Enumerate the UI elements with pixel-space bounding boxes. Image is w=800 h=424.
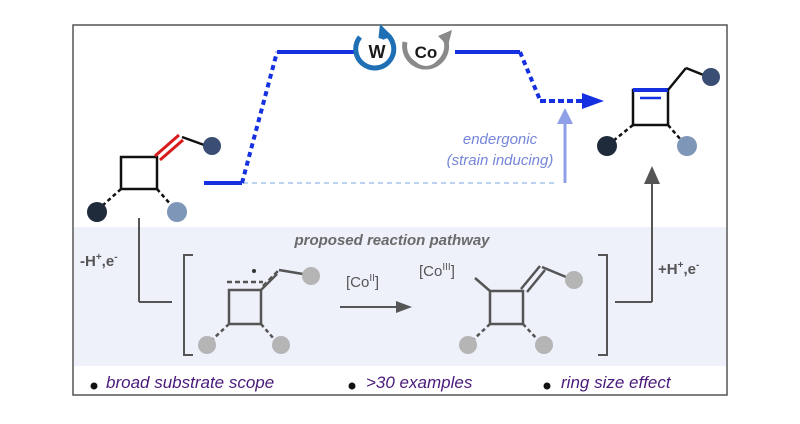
w-label: W [369, 42, 386, 62]
radical-r2-dot [198, 336, 216, 354]
reactant-bond-dark [101, 188, 122, 207]
right-arrowhead [644, 166, 660, 184]
co3-label: [CoIII] [419, 262, 455, 280]
reactant-ring [119, 155, 159, 191]
reactant-molecule [87, 133, 221, 222]
product-bond-dark [612, 124, 634, 142]
co3-exo-1 [520, 265, 541, 290]
radical-intermediate [198, 267, 320, 354]
outer-frame [72, 24, 728, 396]
reactant-navy-dot [203, 137, 221, 155]
co-label: Co [415, 43, 438, 62]
product-navy-dot [702, 68, 720, 86]
product-bond-light [667, 124, 683, 142]
co2-arrowhead [396, 301, 412, 313]
product-molecule [597, 66, 720, 156]
co3-ring [488, 289, 525, 326]
feature-list: broad substrate scope >30 examples ring … [90, 373, 672, 392]
step-right-label: +H+,e- [658, 260, 699, 278]
w-cycle-arrowhead-icon [378, 24, 392, 42]
product-dark-dot [597, 136, 617, 156]
co3-r3-dot [535, 336, 553, 354]
co3-bond [474, 277, 491, 292]
feature-item-1: broad substrate scope [106, 373, 274, 392]
reactant-dark-dot [87, 202, 107, 222]
exo-double-bond-2 [159, 138, 184, 162]
feature-item-3: ring size effect [561, 373, 672, 392]
w-cycle-arrow-icon [353, 30, 397, 71]
co3-r1-dot [565, 271, 583, 289]
step-left-label: -H+,e- [80, 252, 118, 270]
radical-ring [227, 288, 263, 326]
co-badge [412, 38, 440, 66]
feature-bullet-2 [348, 382, 356, 390]
radical-allyl-bond [260, 273, 278, 291]
radical-r1-dot [302, 267, 320, 285]
radical-chain [278, 268, 304, 276]
co-catalyst: Co [402, 30, 452, 70]
co3-bond-right [522, 323, 538, 340]
radical-allyl-dashed [262, 269, 280, 287]
co2-label: [CoII] [346, 273, 379, 291]
left-bracket [183, 254, 193, 356]
left-connector [138, 218, 172, 303]
radical-r3-dot [272, 336, 290, 354]
w-badge [364, 38, 390, 64]
right-bracket [598, 254, 608, 356]
cobalt-intermediate: [CoIII] [419, 262, 583, 354]
feature-bullet-1 [90, 382, 98, 390]
product-chain-up [667, 67, 687, 91]
co3-bond-left [473, 323, 491, 340]
reactant-light-dot [167, 202, 187, 222]
co3-r2-dot [459, 336, 477, 354]
endergonic-arrowhead [557, 108, 573, 124]
product-ring [631, 88, 670, 127]
feature-item-2: >30 examples [366, 373, 473, 392]
radical-bond-left [212, 323, 230, 340]
product-light-dot [677, 136, 697, 156]
energy-profile [204, 50, 604, 185]
co-cycle-arrowhead-icon [438, 30, 452, 46]
radical-dot-icon [252, 269, 256, 273]
co-cycle-arrow-icon [402, 37, 450, 70]
ascent-dotted [240, 51, 279, 184]
exo-double-bond-1 [154, 133, 180, 158]
pathway-title: proposed reaction pathway [293, 232, 490, 249]
right-connector [615, 166, 660, 303]
reactant-bond-light [156, 188, 173, 207]
reactant-bond-navy [181, 135, 208, 148]
pathway-band [74, 227, 726, 366]
strain-label: (strain inducing) [447, 152, 554, 169]
radical-bond-right [260, 323, 275, 340]
co3-chain [541, 265, 567, 279]
endergonic-label: endergonic [463, 131, 538, 148]
feature-bullet-3 [543, 382, 551, 390]
w-catalyst: W [353, 24, 397, 71]
co3-exo-2 [526, 269, 546, 293]
descent-dotted [518, 51, 542, 101]
product-arrowhead [582, 93, 604, 109]
